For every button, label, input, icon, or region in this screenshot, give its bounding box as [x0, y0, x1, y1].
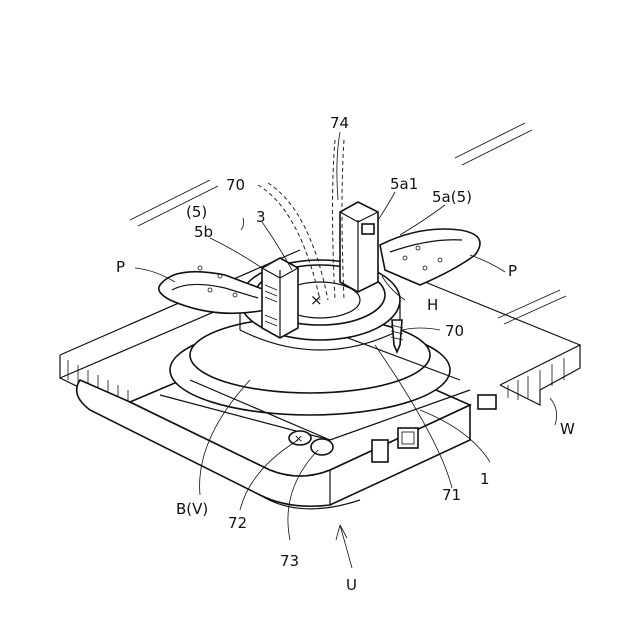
label-72: 72: [228, 514, 247, 532]
label-u: U: [346, 576, 357, 594]
label-70-screw: 70: [445, 322, 464, 340]
post-5b: [262, 258, 298, 338]
post-5a: [340, 202, 378, 292]
label-3: 3: [256, 208, 266, 226]
label-5a1: 5a1: [390, 175, 418, 193]
label-74: 74: [330, 114, 349, 132]
label-73: 73: [280, 552, 299, 570]
label-70-top: 70: [226, 176, 245, 194]
label-p-left: P: [116, 258, 125, 276]
label-h: H: [427, 296, 438, 314]
label-71: 71: [442, 486, 461, 504]
svg-text:×: ×: [294, 432, 303, 445]
label-5a5: 5a(5): [432, 188, 472, 206]
label-w: W: [560, 420, 575, 438]
label-5-paren: (5): [186, 203, 207, 221]
label-5b: 5b: [194, 223, 213, 241]
plate-p-left: [159, 266, 265, 313]
center-mark: ×: [310, 291, 323, 309]
label-1: 1: [480, 470, 490, 488]
label-p-right: P: [508, 262, 517, 280]
plate-p-right: [380, 229, 480, 285]
label-bv: B(V): [176, 500, 208, 518]
